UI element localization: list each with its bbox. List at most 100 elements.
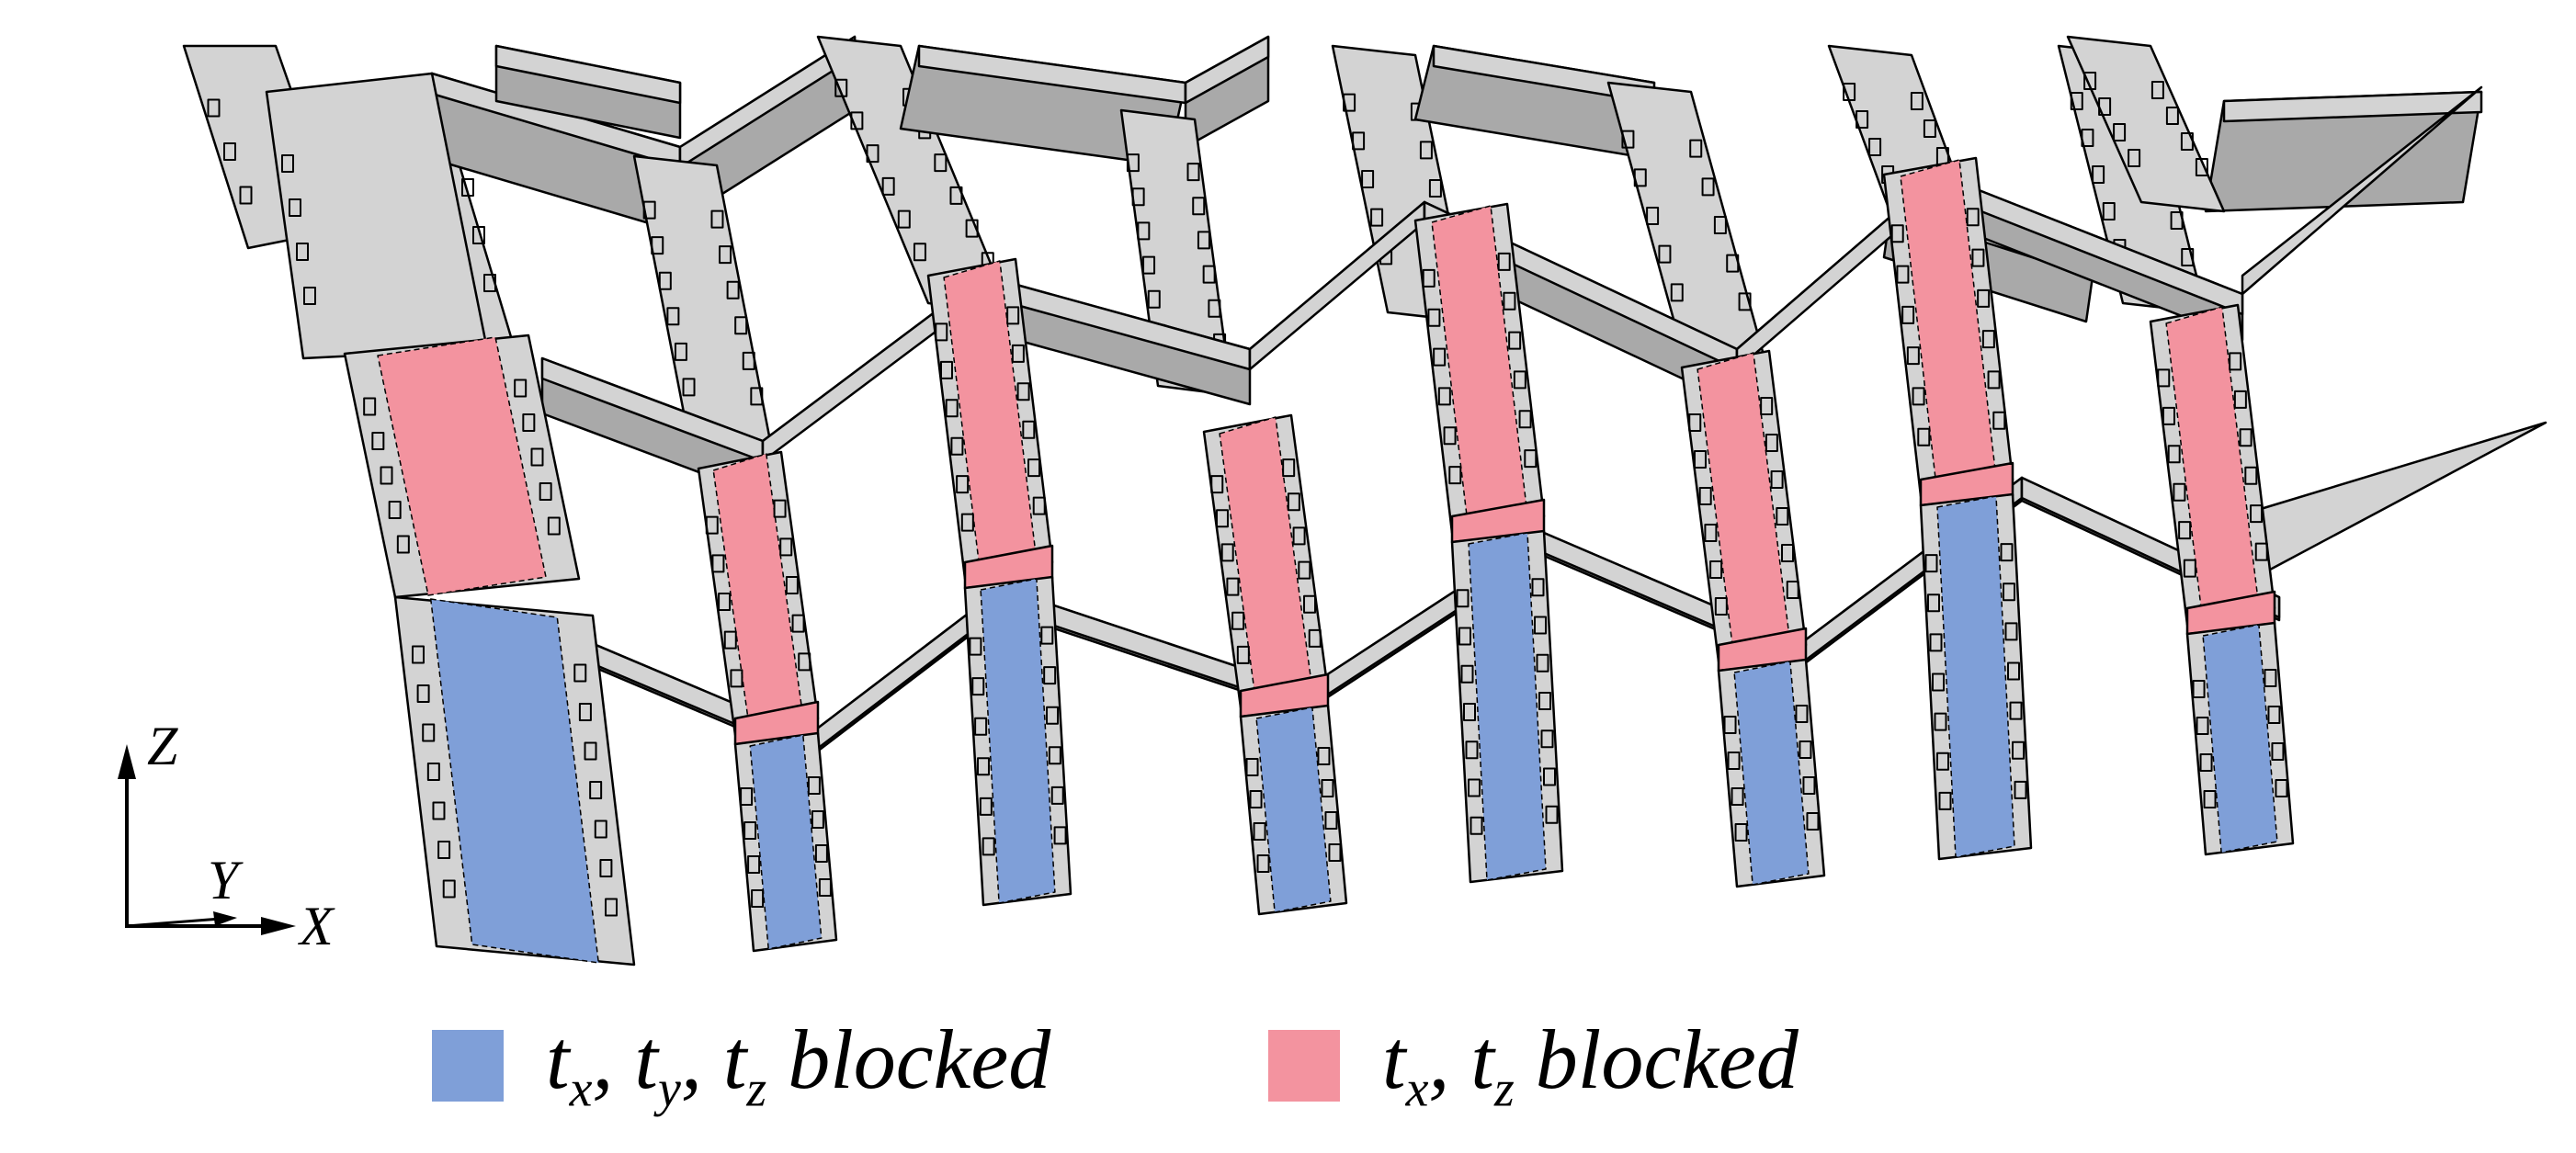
upper-column-3-slot-left-3 xyxy=(1137,221,1151,241)
z-axis-arrowhead xyxy=(118,744,136,779)
column-3-blue-slot-left-4 xyxy=(1256,854,1270,873)
column-4-blue-slot-left-7 xyxy=(1470,816,1483,835)
column-2-blue-slot-right-4 xyxy=(1048,746,1061,765)
upper-column-1-slot-left-5 xyxy=(674,342,687,361)
column-2-blue-slot-left-2 xyxy=(971,677,985,696)
column-6-pink-slot-right-6 xyxy=(1992,411,2006,430)
column-6-pink-slot-left-2 xyxy=(1896,265,1910,284)
upper-column-1-slot-right-5 xyxy=(742,351,755,370)
column-6-pink-slot-left-4 xyxy=(1906,346,1920,366)
upper-column-5-slot-left-4 xyxy=(1658,244,1672,264)
column-2-blue-slot-right-1 xyxy=(1040,626,1054,645)
column-6-blue-slot-right-6 xyxy=(2012,740,2025,760)
column-6-blue-slot-left-2 xyxy=(1927,593,1940,613)
upper-column-6-slot-left-2 xyxy=(1855,110,1869,129)
column-6-blue-slot-left-6 xyxy=(1936,752,1949,771)
column-7-pink-slot-right-5 xyxy=(2250,504,2264,524)
column-4-blue-slot-left-4 xyxy=(1463,703,1476,721)
left-column-blue-slot-right-1 xyxy=(573,663,587,683)
upper-column-6-slot-right-1 xyxy=(1910,92,1923,110)
column-5-pink-slot-right-3 xyxy=(1770,470,1784,489)
upper-column-8-slot-left-3 xyxy=(2113,123,2127,141)
column-5-pink-slot-left-3 xyxy=(1698,487,1712,505)
upper-column-1-slot-left-4 xyxy=(666,307,680,326)
column-7-pink-slot-right-2 xyxy=(2233,390,2247,409)
column-1-blue-slot-right-1 xyxy=(807,776,821,795)
column-6-pink-slot-right-3 xyxy=(1977,288,1991,308)
upper-column-4-slot-right-3 xyxy=(1428,179,1442,198)
legend-tail-0-0: , xyxy=(592,1012,635,1106)
upper-column-3-slot-left-5 xyxy=(1147,289,1161,309)
column-4-pink-slot-left-1 xyxy=(1422,268,1436,288)
column-7-pink-slot-left-6 xyxy=(2183,559,2196,578)
column-5-blue-slot-right-1 xyxy=(1795,705,1809,723)
top-left-slot-2 xyxy=(223,142,236,161)
folded-strip-structure xyxy=(182,35,2548,966)
left-column-pink-slot-left-2 xyxy=(371,432,385,450)
upper-column-3-slot-left-4 xyxy=(1142,255,1156,275)
column-2-blue-slot-right-3 xyxy=(1046,706,1060,725)
left-column-pink-slot-right-1 xyxy=(514,379,528,398)
legend-symbol-1-1: t xyxy=(1470,1012,1494,1106)
upper-column-3-slot-right-2 xyxy=(1192,197,1206,216)
top-left-b-slot-3 xyxy=(472,226,485,244)
column-2-pink-slot-right-6 xyxy=(1032,496,1046,515)
column-4-pink-slot-left-6 xyxy=(1448,466,1462,485)
column-7-blue-slot-left-3 xyxy=(2199,753,2213,772)
top-left-b-slot-4 xyxy=(483,274,496,292)
legend-swatch-pink xyxy=(1268,1030,1340,1102)
column-7-blue-slot-left-2 xyxy=(2196,717,2209,735)
y-axis-arrowhead xyxy=(213,911,237,926)
column-4-blue-core xyxy=(1468,532,1547,881)
column-3-blue-slot-left-3 xyxy=(1253,822,1266,841)
column-6-blue-slot-left-7 xyxy=(1938,791,1952,810)
upper-column-3-slot-left-2 xyxy=(1131,187,1145,207)
left-column-blue-core xyxy=(429,598,600,964)
upper-column-5-slot-right-5 xyxy=(1738,292,1752,311)
column-6-pink-slot-right-5 xyxy=(1987,370,2001,390)
column-5-pink-slot-right-2 xyxy=(1765,434,1778,452)
column-5-blue-slot-right-2 xyxy=(1799,740,1812,759)
column-2-pink-slot-right-4 xyxy=(1022,420,1036,439)
column-1-pink-core xyxy=(712,453,804,734)
column-4-blue-slot-right-5 xyxy=(1540,729,1554,749)
legend-swatch-blue xyxy=(432,1030,504,1102)
z-axis-label: Z xyxy=(147,716,178,776)
column-7-pink-slot-left-3 xyxy=(2167,445,2181,464)
legend-subscript-0-2: z xyxy=(746,1060,767,1118)
column-1-blue-slot-left-4 xyxy=(751,889,765,908)
upper-plate-0-edge xyxy=(494,44,682,105)
column-6-blue-slot-right-4 xyxy=(2007,661,2020,681)
column-2-blue-slot-left-4 xyxy=(976,757,990,776)
upper-column-8-slot-right-4 xyxy=(2195,158,2208,176)
legend-symbol-0-1: t xyxy=(634,1012,658,1106)
column-3-pink-slot-left-6 xyxy=(1236,645,1250,664)
legend-item-fully-blocked: tx, ty, tz blocked xyxy=(432,1011,1050,1121)
column-3-pink-slot-right-1 xyxy=(1282,458,1296,478)
column-2-pink-slot-left-6 xyxy=(960,513,974,532)
column-4-blue-slot-left-1 xyxy=(1456,589,1470,608)
upper-column-1-slot-left-2 xyxy=(651,236,664,255)
column-5-blue-slot-left-3 xyxy=(1731,787,1744,806)
column-3-pink-slot-left-3 xyxy=(1220,543,1234,562)
legend-subscript-0-0: x xyxy=(569,1060,593,1118)
column-7-blue-slot-right-4 xyxy=(2275,779,2288,797)
legend-tail-0-1: , xyxy=(680,1012,723,1106)
upper-column-2-slot-right-4 xyxy=(949,186,963,205)
left-column-pink-slot-left-1 xyxy=(363,397,377,416)
upper-column-3-slot-left-1 xyxy=(1126,153,1140,173)
column-2-blue-slot-right-6 xyxy=(1053,826,1067,845)
upper-column-4-slot-left-4 xyxy=(1370,208,1384,227)
column-1-blue-slot-right-2 xyxy=(811,810,824,829)
upper-column-7-slot-left-3 xyxy=(2092,165,2105,184)
column-6-pink-slot-left-1 xyxy=(1890,224,1904,243)
upper-column-1-slot-right-4 xyxy=(734,316,748,335)
upper-column-8-slot-right-2 xyxy=(2165,107,2179,125)
upper-column-7-slot-right-5 xyxy=(2181,248,2195,266)
upper-column-5-slot-left-3 xyxy=(1646,207,1660,225)
upper-column-2-slot-left-4 xyxy=(881,176,895,196)
column-4-pink-slot-right-4 xyxy=(1513,370,1526,390)
column-6-blue-slot-left-1 xyxy=(1924,554,1938,573)
column-3-pink-slot-left-4 xyxy=(1226,577,1240,596)
